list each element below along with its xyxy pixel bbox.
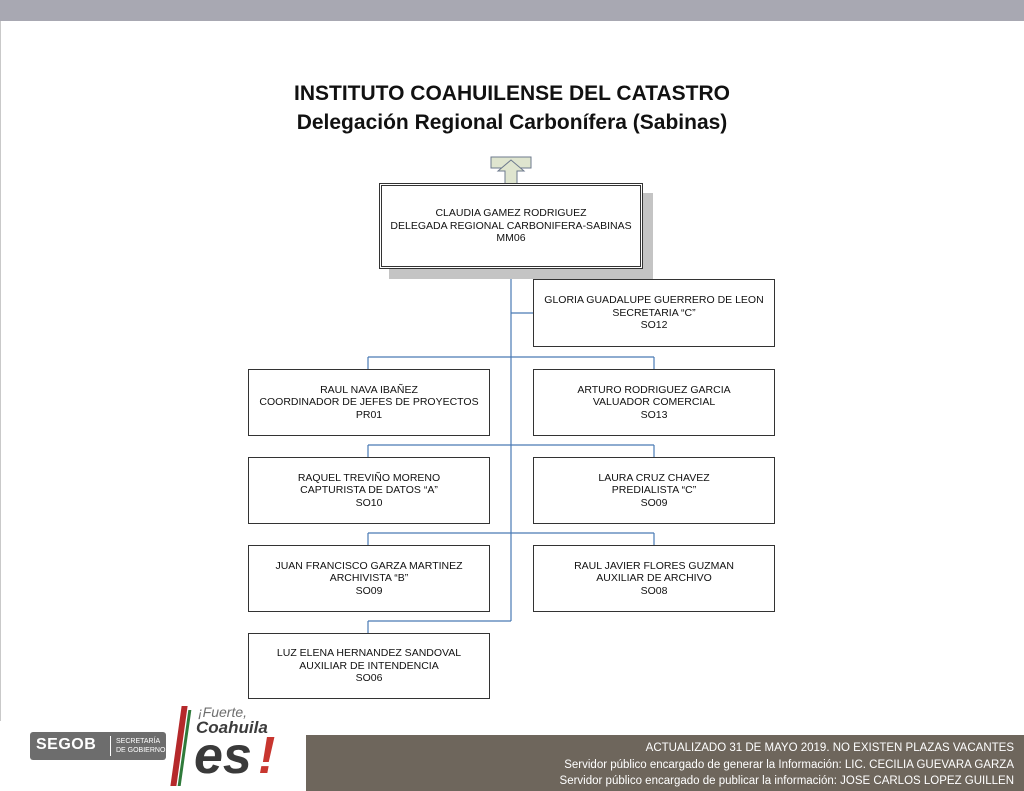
node-name: ARTURO RODRIGUEZ GARCIA [577, 383, 731, 396]
node-code: SO08 [640, 584, 668, 597]
node-code: MM06 [496, 232, 526, 245]
org-node-head: CLAUDIA GAMEZ RODRIGUEZ DELEGADA REGIONA… [379, 183, 643, 269]
node-name: RAQUEL TREVIÑO MORENO [297, 471, 441, 484]
logo-exclamation: ! [258, 727, 276, 785]
node-role: DELEGADA REGIONAL CARBONIFERA-SABINAS [390, 219, 632, 232]
node-name: RAUL JAVIER FLORES GUZMAN [574, 559, 734, 572]
org-node: RAUL NAVA IBAÑEZ COORDINADOR DE JEFES DE… [248, 369, 490, 436]
node-code: SO12 [640, 319, 668, 332]
segob-wordmark: SEGOB [36, 736, 97, 753]
segob-logo: SEGOB SECRETARÍA DE GOBIERNO [30, 732, 166, 760]
footer-updated: ACTUALIZADO 31 DE MAYO 2019. NO EXISTEN … [645, 742, 1014, 754]
page-edge [0, 21, 1, 721]
coahuila-logo: ¡Fuerte, Coahuila es ! [170, 700, 286, 788]
logo-state-name: Coahuila [196, 718, 268, 737]
org-node: ARTURO RODRIGUEZ GARCIA VALUADOR COMERCI… [533, 369, 775, 436]
org-node-secretary: GLORIA GUADALUPE GUERRERO DE LEON SECRET… [533, 279, 775, 347]
node-name: CLAUDIA GAMEZ RODRIGUEZ [435, 207, 587, 220]
node-role: ARCHIVISTA “B” [329, 572, 409, 585]
top-bar [0, 0, 1024, 21]
node-role: PREDIALISTA “C” [611, 484, 697, 497]
footer-band [306, 735, 1024, 791]
footer-generator: Servidor público encargado de generar la… [564, 758, 1014, 771]
node-code: SO10 [355, 496, 383, 509]
segob-divider [110, 736, 111, 756]
node-code: SO09 [355, 584, 383, 597]
logo-es: es [194, 727, 252, 785]
node-role: COORDINADOR DE JEFES DE PROYECTOS [259, 396, 479, 409]
node-name: RAUL NAVA IBAÑEZ [320, 383, 418, 396]
node-role: SECRETARIA “C” [612, 306, 696, 319]
page-subtitle: Delegación Regional Carbonífera (Sabinas… [296, 111, 728, 134]
node-code: SO09 [640, 496, 668, 509]
org-node: JUAN FRANCISCO GARZA MARTINEZ ARCHIVISTA… [248, 545, 490, 612]
org-node: RAQUEL TREVIÑO MORENO CAPTURISTA DE DATO… [248, 457, 490, 524]
node-code: SO06 [355, 672, 383, 685]
node-code: PR01 [355, 408, 383, 421]
node-role: AUXILIAR DE ARCHIVO [596, 572, 712, 585]
node-code: SO13 [640, 408, 668, 421]
page-title: INSTITUTO COAHUILENSE DEL CATASTRO [294, 82, 730, 105]
node-role: VALUADOR COMERCIAL [592, 396, 716, 409]
segob-sub-line1: SECRETARÍA [116, 738, 161, 745]
org-node: RAUL JAVIER FLORES GUZMAN AUXILIAR DE AR… [533, 545, 775, 612]
footer-publisher: Servidor público encargado de publicar l… [559, 775, 1014, 787]
org-node: LUZ ELENA HERNANDEZ SANDOVAL AUXILIAR DE… [248, 633, 490, 699]
node-name: JUAN FRANCISCO GARZA MARTINEZ [275, 559, 463, 572]
segob-subtitle: SECRETARÍA DE GOBIERNO [116, 737, 165, 755]
node-role: CAPTURISTA DE DATOS “A” [300, 484, 438, 497]
node-name: LAURA CRUZ CHAVEZ [598, 471, 710, 484]
node-name: GLORIA GUADALUPE GUERRERO DE LEON [544, 294, 764, 307]
footer-notes: ACTUALIZADO 31 DE MAYO 2019. NO EXISTEN … [560, 740, 1014, 790]
org-node: LAURA CRUZ CHAVEZ PREDIALISTA “C” SO09 [533, 457, 775, 524]
segob-sub-line2: DE GOBIERNO [116, 747, 166, 754]
node-role: AUXILIAR DE INTENDENCIA [299, 659, 439, 672]
logo-tagline: ¡Fuerte, [198, 704, 248, 720]
node-name: LUZ ELENA HERNANDEZ SANDOVAL [276, 647, 462, 660]
